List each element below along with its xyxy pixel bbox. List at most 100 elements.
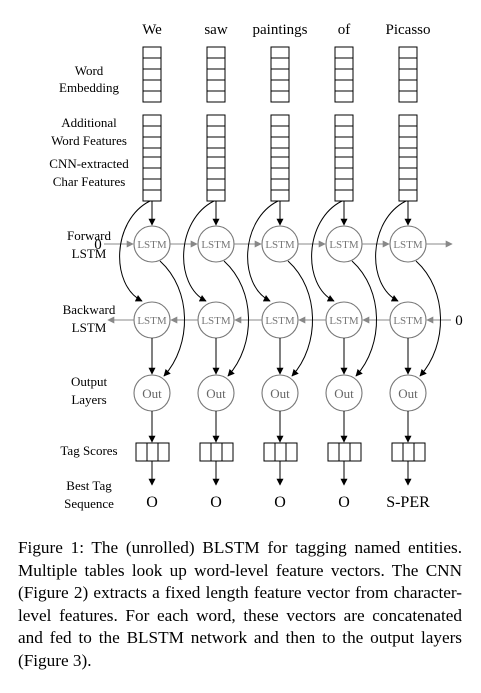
forward-lstm-label: LSTM [393,239,423,251]
output-node-label: Out [398,386,418,401]
feature-cell [206,68,226,81]
row-label-tag-scores: Tag Scores [60,443,117,458]
feature-cell [334,167,354,180]
feature-cell [270,90,290,103]
feature-cell [142,125,162,138]
row-label-output-layers: Output [71,374,108,389]
forward-to-output-arrow [415,260,441,377]
feature-cell [334,136,354,149]
best-tag-2: O [274,494,286,511]
feature-cell [334,125,354,138]
feature-stack-1 [206,46,226,202]
embedding-to-backward-arrow [311,200,343,302]
feature-cell [206,79,226,92]
backward-lstm-label: LSTM [137,315,167,327]
caption-text: Figure 1: The (unrolled) BLSTM for taggi… [18,538,462,670]
forward-to-output-arrow [351,260,377,377]
feature-cell [142,167,162,180]
feature-cell [270,46,290,59]
feature-cell [270,167,290,180]
feature-cell [142,136,162,149]
feature-cell [334,114,354,127]
feature-stack-0 [142,46,162,202]
feature-cell [206,156,226,169]
feature-stack-3 [334,46,354,202]
tag-scores-1 [199,442,234,462]
feature-cell [270,114,290,127]
embedding-to-backward-arrow [119,200,151,302]
feature-cell [398,125,418,138]
feature-cell [334,90,354,103]
feature-stack-2 [270,46,290,202]
feature-cell [270,68,290,81]
embedding-to-backward-arrow [183,200,215,302]
word-0: We [142,22,162,38]
feature-cell [142,114,162,127]
feature-cell [398,79,418,92]
feature-cell [398,189,418,202]
word-4: Picasso [386,22,431,38]
row-label-word-embedding: Word [75,63,104,78]
tag-score-cell [210,442,223,462]
feature-cell [398,114,418,127]
feature-cell [206,90,226,103]
forward-initial-state: 0 [94,237,102,253]
feature-cell [334,79,354,92]
row-label-output-layers: Layers [71,392,106,407]
word-3: of [338,22,351,38]
feature-cell [398,167,418,180]
best-tag-4: S-PER [386,494,430,511]
feature-cell [142,79,162,92]
feature-cell [142,46,162,59]
feature-cell [270,125,290,138]
row-label-char-features: Char Features [53,174,126,189]
feature-cell [142,156,162,169]
forward-to-output-arrow [223,260,249,377]
tag-score-cell [135,442,148,462]
feature-cell [206,167,226,180]
feature-cell [398,156,418,169]
tag-scores-4 [391,442,426,462]
forward-lstm-label: LSTM [201,239,231,251]
tag-score-cell [146,442,159,462]
feature-cell [142,90,162,103]
tag-score-cell [199,442,212,462]
feature-cell [206,125,226,138]
tag-score-cell [391,442,404,462]
feature-cell [142,57,162,70]
word-2: paintings [253,22,308,38]
feature-cell [398,68,418,81]
tag-scores-0 [135,442,170,462]
tag-scores-3 [327,442,362,462]
feature-cell [270,136,290,149]
tag-scores-2 [263,442,298,462]
forward-to-output-arrow [159,260,185,377]
feature-cell [142,68,162,81]
forward-to-output-arrow [287,260,313,377]
feature-cell [398,90,418,103]
row-label-forward-lstm: Forward [67,228,112,243]
feature-cell [206,136,226,149]
best-tag-3: O [338,494,350,511]
feature-cell [206,178,226,191]
feature-cell [334,68,354,81]
feature-cell [334,156,354,169]
backward-lstm-label: LSTM [201,315,231,327]
tag-score-cell [327,442,340,462]
figure-caption: Figure 1: The (unrolled) BLSTM for taggi… [18,537,462,672]
row-label-additional-features: Word Features [51,133,127,148]
best-tag-1: O [210,494,222,511]
feature-cell [270,57,290,70]
forward-lstm-label: LSTM [137,239,167,251]
feature-cell [398,46,418,59]
tag-score-cell [157,442,170,462]
feature-cell [398,57,418,70]
row-label-backward-lstm: Backward [63,302,116,317]
word-1: saw [204,22,227,38]
feature-cell [334,57,354,70]
row-label-word-embedding: Embedding [59,80,119,95]
output-node-label: Out [206,386,226,401]
row-label-backward-lstm: LSTM [72,320,107,335]
output-node-label: Out [334,386,354,401]
